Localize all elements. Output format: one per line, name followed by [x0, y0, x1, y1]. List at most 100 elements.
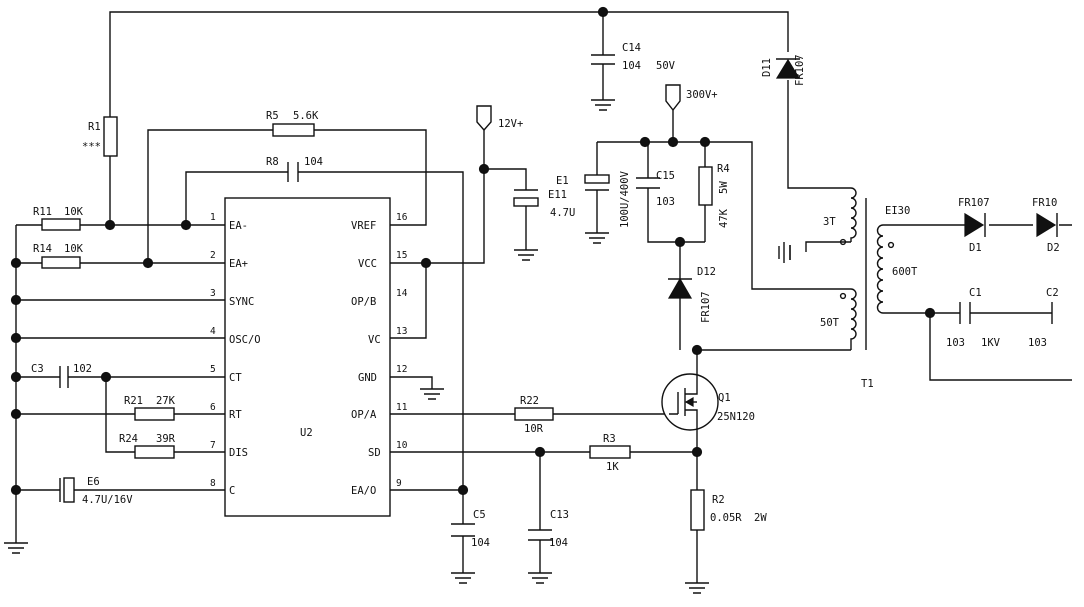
c2-ref: C2 [1046, 287, 1059, 299]
resistor-r21: R21 27K [124, 395, 176, 421]
pin-label-c: C [229, 485, 235, 497]
e1-value: 100U/400V [619, 170, 631, 228]
pin-num-8: 8 [210, 478, 216, 489]
r21-value: 27K [156, 395, 176, 407]
capacitor-c3: C3 102 [31, 363, 92, 388]
r4-ref: R4 [717, 163, 730, 175]
capacitor-c5: C5 104 [451, 509, 490, 584]
pin-label-sync: SYNC [229, 296, 254, 308]
ground-pin12 [420, 388, 444, 400]
capacitor-c14: C14 104 50V [591, 12, 676, 111]
r5-ref: R5 [266, 110, 279, 122]
wires [15, 11, 1072, 583]
c14-voltage: 50V [656, 60, 676, 72]
diode-d11: D11 FR107 [761, 54, 806, 86]
pin-label-ea-minus: EA- [229, 220, 248, 232]
winding-3t-label: 3T [823, 216, 836, 228]
q1-ref: Q1 [718, 392, 731, 404]
pin-num-9: 9 [396, 478, 402, 489]
resistor-r14: R14 10K [33, 243, 84, 269]
c15-value: 103 [656, 196, 675, 208]
r1-ref: R1 [88, 121, 101, 133]
r24-value: 39R [156, 433, 176, 445]
r8-ref: R8 [266, 156, 279, 168]
r4-value: 47K [718, 208, 730, 228]
pin-num-12: 12 [396, 364, 407, 375]
resistor-r22: R22 10R [514, 395, 554, 435]
ic-u2: U2 1 EA- 2 EA+ 3 SYNC 4 OSC/O 5 CT 6 RT … [210, 197, 408, 517]
pin-label-vcc: VCC [358, 258, 377, 270]
supply-300v-label: 300V+ [686, 89, 718, 101]
capacitor-c2: C2 103 [1028, 287, 1059, 349]
pin-num-2: 2 [210, 250, 216, 261]
pin-label-vref: VREF [351, 220, 376, 232]
r2-ref: R2 [712, 494, 725, 506]
resistor-r5: R5 5.6K [266, 110, 319, 137]
capacitor-e6: E6 4.7U/16V [59, 476, 133, 506]
supply-300v: 300V+ [665, 84, 718, 112]
e11-value: 4.7U [550, 207, 575, 219]
e6-value: 4.7U/16V [82, 494, 133, 506]
pin-label-rt: RT [229, 409, 242, 421]
pin-num-1: 1 [210, 212, 216, 223]
r11-value: 10K [64, 206, 84, 218]
r22-value: 10R [524, 423, 544, 435]
capacitor-c13: C13 104 [528, 509, 569, 584]
pin-num-11: 11 [396, 402, 408, 413]
e6-ref: E6 [87, 476, 100, 488]
winding-50t-label: 50T [820, 317, 840, 329]
r1-value: *** [82, 141, 101, 153]
r3-value: 1K [606, 461, 619, 473]
supply-12v: 12V+ [476, 105, 523, 132]
capacitor-c1: C1 103 1KV [946, 287, 1001, 349]
diode-d2: FR10 D2 [1032, 197, 1060, 254]
d12-ref: D12 [697, 266, 716, 278]
capacitor-r8: R8 104 [266, 156, 323, 182]
d2-value: FR10 [1032, 197, 1057, 209]
pin-num-5: 5 [210, 364, 216, 375]
c14-value: 104 [622, 60, 641, 72]
d1-value: FR107 [958, 197, 990, 209]
pin-num-6: 6 [210, 402, 216, 413]
d1-ref: D1 [969, 242, 982, 254]
pin-num-3: 3 [210, 288, 216, 299]
r5-value: 5.6K [293, 110, 319, 122]
pin-label-ea-plus: EA+ [229, 258, 248, 270]
supply-12v-label: 12V+ [498, 118, 523, 130]
r2-power: 2W [754, 512, 767, 524]
pin-num-16: 16 [396, 212, 408, 223]
d11-value: FR107 [794, 54, 806, 86]
resistor-r24: R24 39R [119, 433, 176, 459]
q1-value: 25N120 [717, 411, 755, 423]
c14-ref: C14 [622, 42, 641, 54]
mosfet-q1: Q1 25N120 [661, 373, 755, 431]
c13-ref: C13 [550, 509, 569, 521]
r22-ref: R22 [520, 395, 539, 407]
core-label: EI30 [885, 205, 910, 217]
r8-value: 104 [304, 156, 323, 168]
r14-ref: R14 [33, 243, 52, 255]
pin-label-dis: DIS [229, 447, 248, 459]
c1-voltage: 1KV [981, 337, 1001, 349]
pin-num-14: 14 [396, 288, 408, 299]
r14-value: 10K [64, 243, 84, 255]
winding-600t-label: 600T [892, 266, 918, 278]
pin-label-ct: CT [229, 372, 242, 384]
pin-label-op-a: OP/A [351, 409, 377, 421]
pin-num-13: 13 [396, 326, 407, 337]
capacitor-c15: C15 103 [636, 170, 675, 208]
c3-value: 102 [73, 363, 92, 375]
pin-num-7: 7 [210, 440, 216, 451]
c2-value: 103 [1028, 337, 1047, 349]
r3-ref: R3 [603, 433, 616, 445]
diode-d1: FR107 D1 [958, 197, 990, 254]
c5-ref: C5 [473, 509, 486, 521]
e1-label: E1 [556, 175, 569, 187]
c1-ref: C1 [969, 287, 982, 299]
d2-ref: D2 [1047, 242, 1060, 254]
e11-ref: E11 [548, 189, 567, 201]
c13-value: 104 [549, 537, 568, 549]
resistor-r3: R3 1K [589, 433, 631, 473]
c1-value: 103 [946, 337, 965, 349]
